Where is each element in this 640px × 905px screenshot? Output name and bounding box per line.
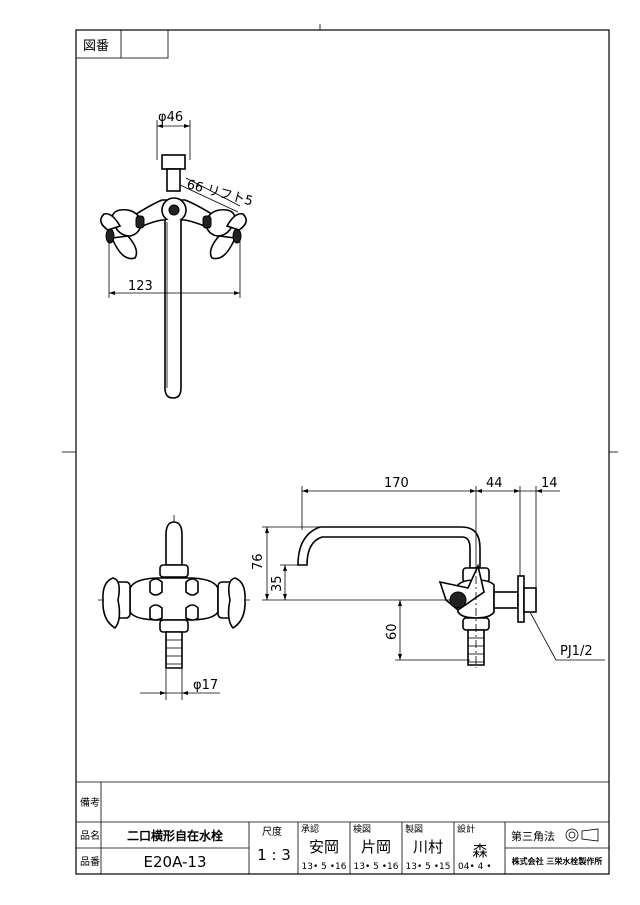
check-date: 13• 5 •16 xyxy=(354,862,399,872)
approval-name: 安岡 xyxy=(309,838,339,856)
dim-thread-spec: PJ1/2 xyxy=(560,644,593,659)
top-view: φ46 66 リフト5 123 xyxy=(100,110,254,399)
product-name: 二口横形自在水栓 xyxy=(127,828,223,843)
approval-label: 承認 xyxy=(301,823,319,835)
figure-number-box xyxy=(75,29,169,59)
check-name: 片岡 xyxy=(361,838,391,856)
side-view: 170 44 14 76 35 60 PJ1/2 xyxy=(251,476,605,668)
figure-number-label: 図番 xyxy=(83,39,109,54)
third-angle-projection-icon xyxy=(565,828,599,842)
dim-side-offset-14: 14 xyxy=(541,476,558,491)
code-label: 品番 xyxy=(80,856,100,868)
scale-label: 尺度 xyxy=(262,825,282,838)
dim-side-length: 170 xyxy=(384,476,409,491)
check-label: 検図 xyxy=(353,823,371,835)
drawing-name: 川村 xyxy=(413,838,443,856)
projection-label: 第三角法 xyxy=(511,829,555,843)
dim-side-height-76: 76 xyxy=(251,553,266,570)
dim-front-diameter: φ17 xyxy=(193,678,218,693)
dim-side-height-60: 60 xyxy=(385,623,400,640)
scale-value: 1 : 3 xyxy=(257,846,291,864)
company-name: 株式会社 三栄水栓製作所 xyxy=(512,856,603,866)
approval-date: 13• 5 •16 xyxy=(302,862,347,872)
design-name: 森 xyxy=(472,842,487,860)
dim-top-width: 123 xyxy=(128,279,153,294)
product-code: E20A-13 xyxy=(144,853,207,871)
remarks-label: 備考 xyxy=(80,796,100,809)
title-block xyxy=(76,781,609,874)
drawing-label: 製図 xyxy=(405,823,423,835)
drawing-date: 13• 5 •15 xyxy=(406,862,451,872)
front-view: φ17 xyxy=(98,515,250,700)
dim-top-diameter: φ46 xyxy=(158,110,183,125)
sheet-border xyxy=(75,29,610,875)
design-date: 04• 4 • xyxy=(458,862,492,872)
dim-side-offset-44: 44 xyxy=(486,476,503,491)
dim-side-height-35: 35 xyxy=(270,575,285,592)
design-label: 設計 xyxy=(457,823,475,835)
name-label: 品名 xyxy=(80,829,100,842)
